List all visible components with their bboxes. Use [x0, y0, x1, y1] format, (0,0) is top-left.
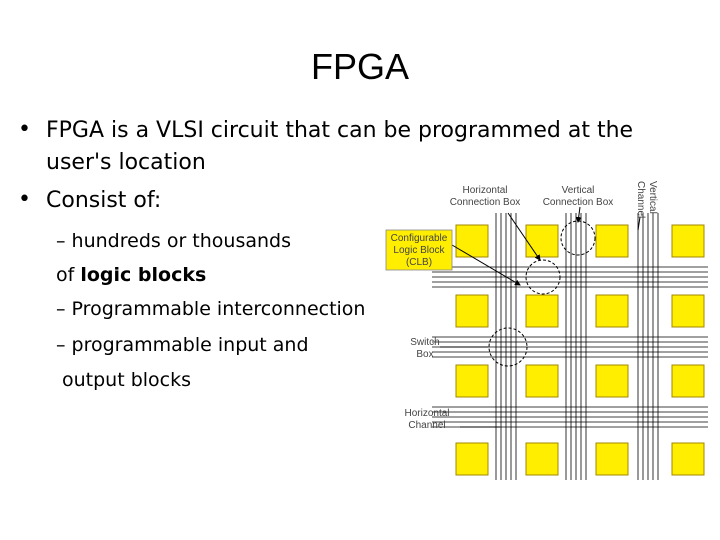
subitem-1: – hundreds or thousands [56, 228, 291, 254]
fpga-diagram: Configurable Logic Block (CLB) Horizonta… [385, 181, 708, 480]
bullet-2-line-1: Consist of: [46, 188, 162, 213]
logic-block-2-2 [595, 364, 629, 398]
logic-block-3-0 [455, 442, 489, 476]
sw-label-2: Box [416, 349, 433, 360]
subitem-4: – programmable input and [56, 332, 309, 358]
subitem-4-dash: – [56, 334, 66, 356]
clb-label-2: Logic Block [393, 245, 445, 256]
subitem-2-bold: logic blocks [80, 264, 207, 286]
logic-block-0-2 [595, 224, 629, 258]
bullet-dot-1: • [18, 117, 31, 142]
subitem-5-text: output blocks [62, 369, 192, 391]
logic-block-2-3 [671, 364, 705, 398]
vertical-connection-box-circle [560, 220, 596, 256]
logic-block-1-3 [671, 294, 705, 328]
subitem-2: of logic blocks [56, 262, 206, 288]
horizontal-connection-box-circle [525, 259, 561, 295]
logic-block-0-0 [455, 224, 489, 258]
subitem-1-dash: – [56, 230, 66, 252]
vcb-arrow [575, 206, 582, 223]
switch-box-circle [488, 327, 528, 367]
vcb-label-1: Vertical [562, 185, 595, 196]
hcb-label-1: Horizontal [462, 185, 507, 196]
sw-label-1: Switch [410, 337, 439, 348]
hch-label-1: Horizontal [404, 408, 449, 419]
slide-title: FPGA [310, 46, 409, 87]
hcb-label-2: Connection Box [450, 197, 521, 208]
vch-label-1: Vertical [647, 181, 658, 214]
subitem-3-dash: – [56, 298, 66, 320]
clb-arrow [451, 244, 521, 286]
vch-label-2: Channel [635, 181, 646, 218]
hcb-arrow [507, 212, 541, 261]
subitem-3-text: Programmable interconnection [71, 298, 366, 320]
logic-block-2-0 [455, 364, 489, 398]
logic-block-1-1 [525, 294, 559, 328]
logic-block-2-1 [525, 364, 559, 398]
logic-block-1-0 [455, 294, 489, 328]
logic-block-0-1 [525, 224, 559, 258]
subitem-3: – Programmable interconnection [56, 296, 365, 322]
logic-blocks [455, 224, 705, 476]
vcb-label-2: Connection Box [543, 197, 614, 208]
bullet-1-line-2: user's location [46, 150, 206, 175]
logic-block-3-1 [525, 442, 559, 476]
logic-block-0-3 [671, 224, 705, 258]
logic-block-3-3 [671, 442, 705, 476]
bullet-dot-2: • [18, 187, 31, 212]
subitem-1-text: hundreds or thousands [71, 230, 291, 252]
clb-label-3: (CLB) [406, 257, 432, 268]
vch-arrow [637, 216, 641, 231]
subitem-4-text: programmable input and [71, 334, 309, 356]
subitem-5: output blocks [62, 367, 191, 393]
routing-lines [432, 213, 708, 480]
clb-label-box [385, 229, 453, 271]
clb-label-1: Configurable [391, 233, 448, 244]
bullet-1-line-1: FPGA is a VLSI circuit that can be progr… [46, 118, 634, 143]
hch-label-2: Channel [408, 420, 445, 431]
logic-block-1-2 [595, 294, 629, 328]
logic-block-3-2 [595, 442, 629, 476]
subitem-2-prefix: of [56, 264, 81, 286]
